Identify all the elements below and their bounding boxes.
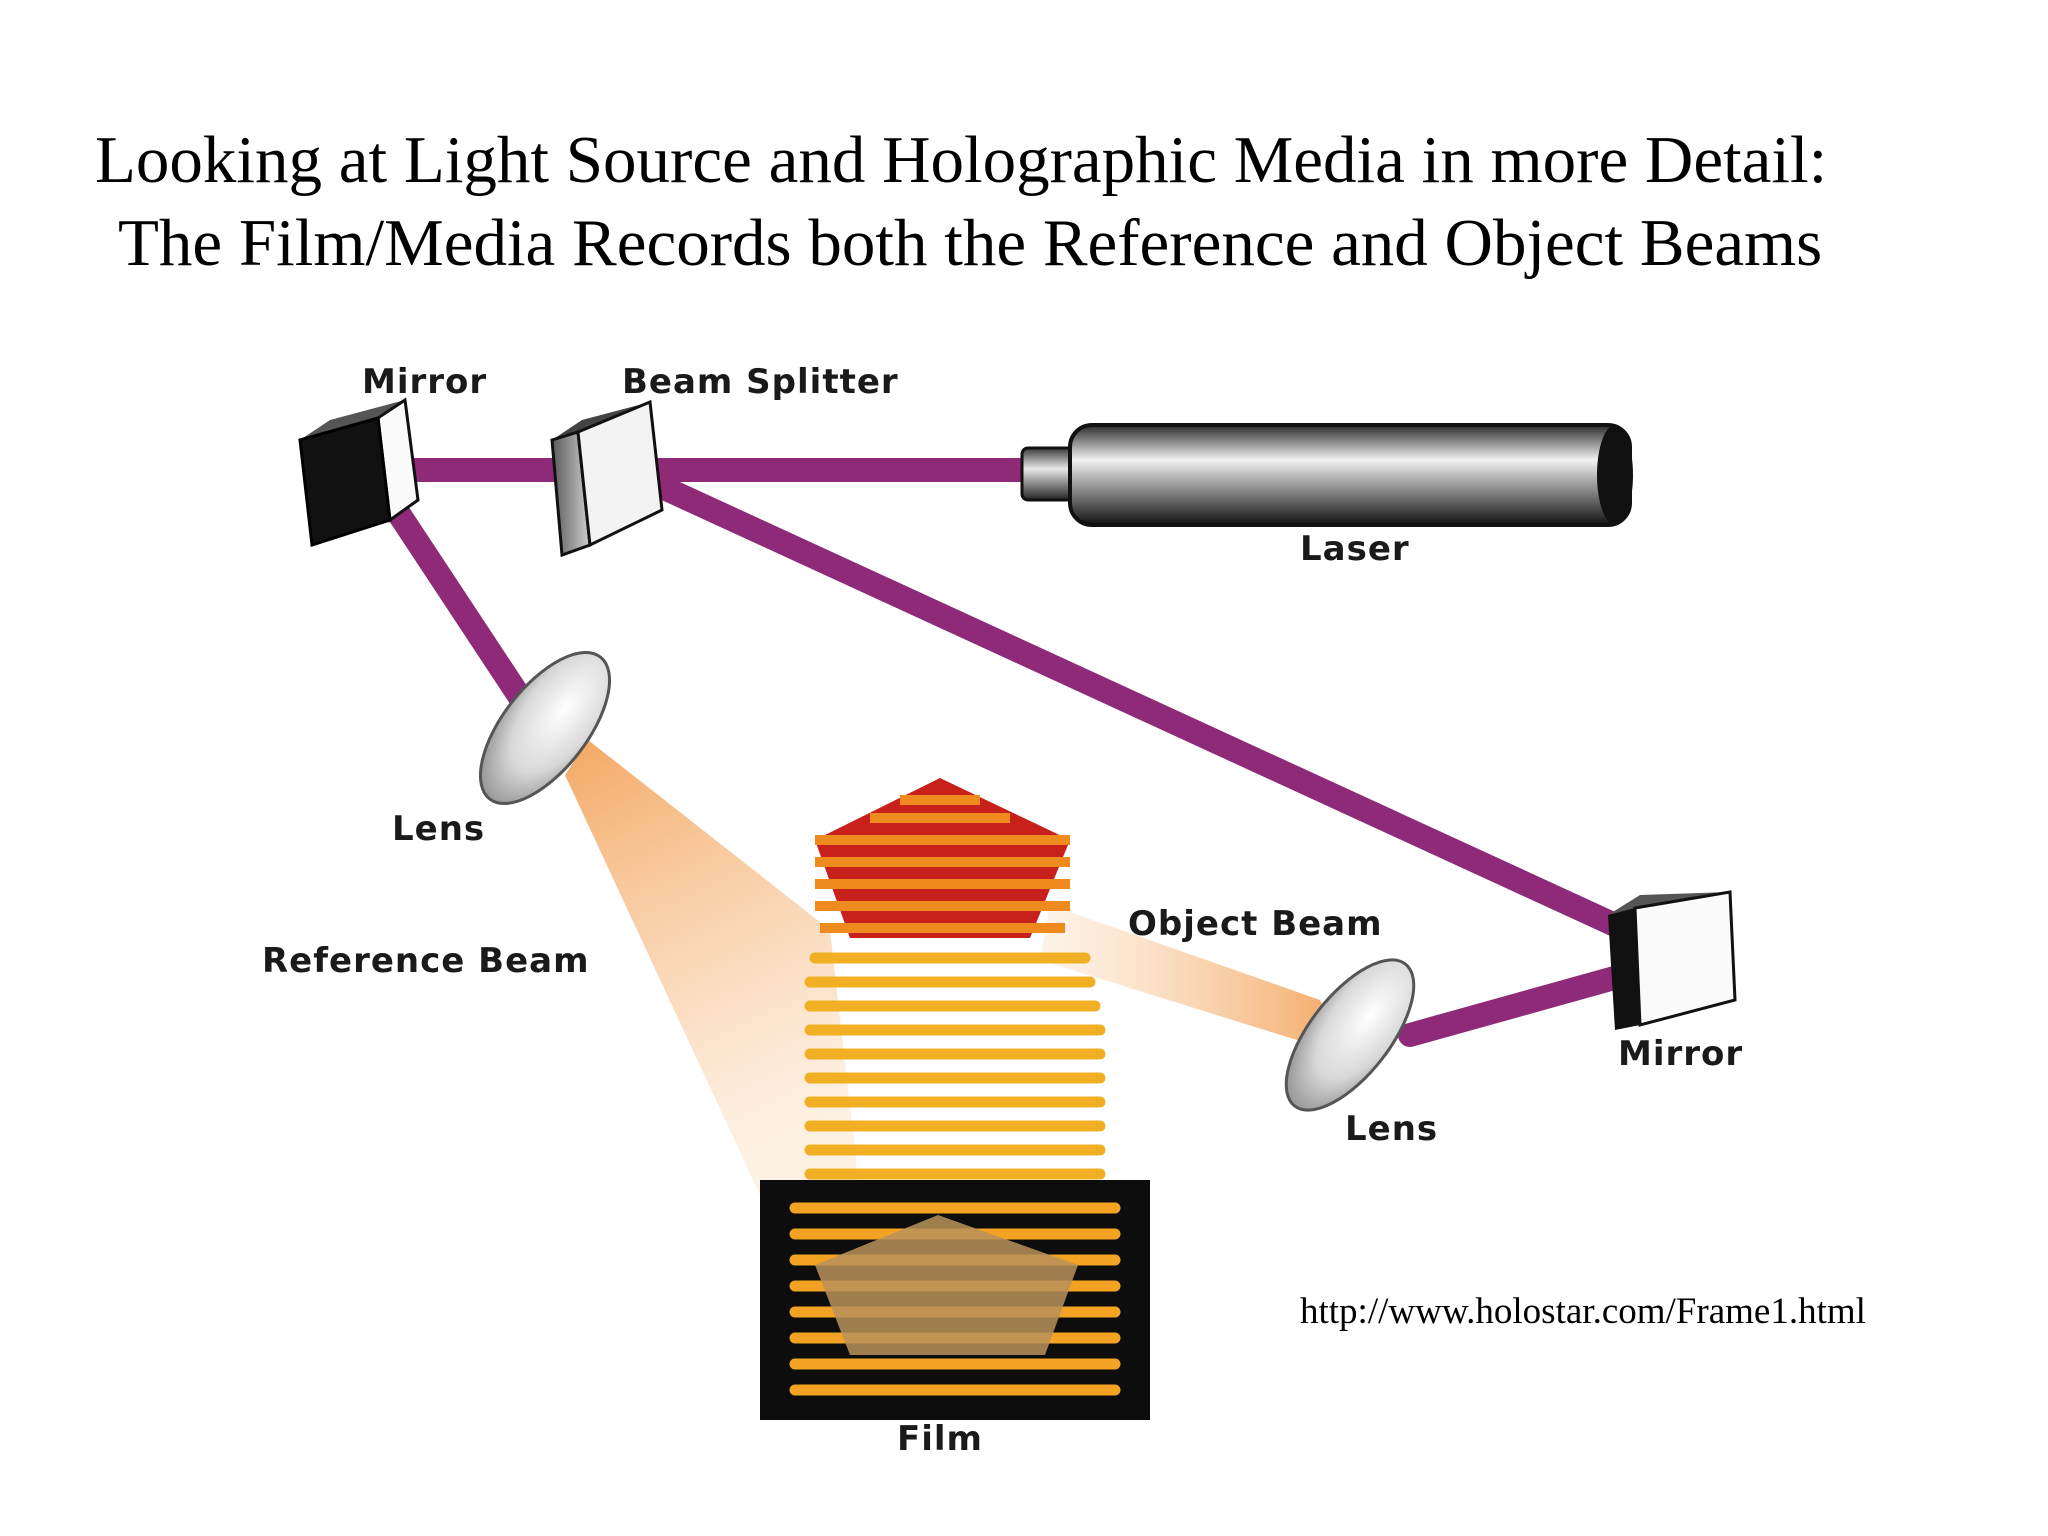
object-beam-cone bbox=[1040, 905, 1345, 1055]
lens-right-icon bbox=[1284, 958, 1416, 1112]
label-mirror-right: Mirror bbox=[1618, 1034, 1743, 1074]
label-beam-splitter: Beam Splitter bbox=[622, 362, 899, 402]
lens-left-icon bbox=[478, 651, 612, 805]
label-object-beam: Object Beam bbox=[1128, 904, 1383, 944]
source-url-link[interactable]: http://www.holostar.com/Frame1.html bbox=[1300, 1291, 1866, 1332]
laser-icon bbox=[1020, 423, 1633, 527]
film-plate-icon bbox=[760, 1180, 1150, 1420]
mirror-right-icon bbox=[1608, 890, 1737, 1030]
object-pentagon bbox=[815, 778, 1070, 938]
label-lens-right: Lens bbox=[1345, 1109, 1438, 1149]
label-mirror-top: Mirror bbox=[362, 362, 487, 402]
label-laser: Laser bbox=[1300, 529, 1410, 569]
label-lens-left: Lens bbox=[392, 809, 485, 849]
slide-title-line-2: The Film/Media Records both the Referenc… bbox=[118, 206, 1823, 280]
reference-beam-cone bbox=[565, 740, 860, 1195]
beam-splitter-icon bbox=[550, 399, 664, 558]
mirror-top-left-icon bbox=[298, 397, 420, 547]
slide-title-line-1: Looking at Light Source and Holographic … bbox=[95, 123, 1828, 197]
interference-wave-stripes bbox=[804, 952, 1106, 1180]
label-film: Film bbox=[897, 1419, 983, 1459]
label-reference-beam: Reference Beam bbox=[262, 941, 590, 981]
